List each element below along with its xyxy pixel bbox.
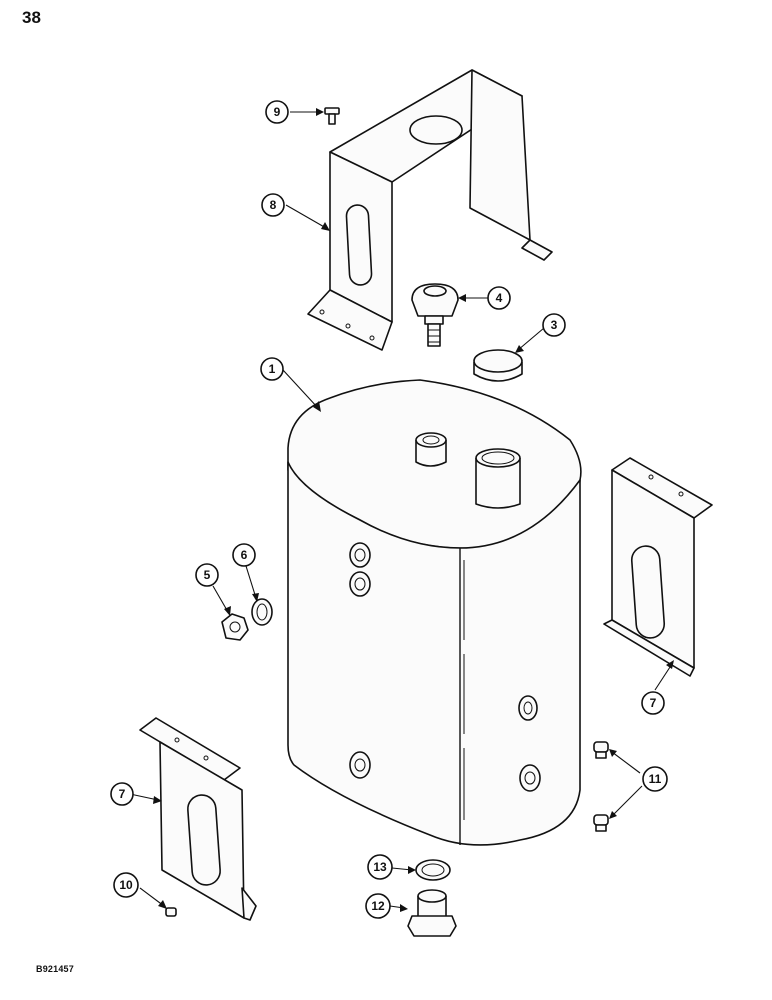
bolt xyxy=(324,107,340,125)
drain-plug xyxy=(407,889,457,937)
filler-cap xyxy=(473,349,523,382)
svg-text:6: 6 xyxy=(241,548,248,562)
callout-7-left: 7 xyxy=(110,782,134,806)
breather-cap xyxy=(411,283,459,347)
callout-10: 10 xyxy=(113,872,139,898)
callout-5: 5 xyxy=(195,563,219,587)
svg-text:7: 7 xyxy=(119,787,126,801)
o-ring xyxy=(415,859,451,881)
svg-text:1: 1 xyxy=(269,362,276,376)
right-bracket xyxy=(603,457,713,677)
washer xyxy=(251,598,273,626)
callout-13: 13 xyxy=(367,854,393,880)
svg-text:5: 5 xyxy=(204,568,211,582)
top-bracket xyxy=(307,69,553,351)
svg-text:13: 13 xyxy=(373,860,387,874)
plug-nut xyxy=(221,613,249,641)
svg-text:7: 7 xyxy=(650,696,657,710)
callout-11: 11 xyxy=(642,766,668,792)
callout-7-right: 7 xyxy=(641,691,665,715)
callout-6: 6 xyxy=(232,543,256,567)
small-bolt xyxy=(165,907,177,917)
left-bracket xyxy=(139,717,257,921)
svg-text:4: 4 xyxy=(496,291,503,305)
page-number: 38 xyxy=(22,8,41,27)
screw-upper xyxy=(593,741,609,759)
callout-4: 4 xyxy=(487,286,511,310)
callout-9: 9 xyxy=(265,100,289,124)
callout-8: 8 xyxy=(261,193,285,217)
svg-text:10: 10 xyxy=(119,878,133,892)
svg-text:3: 3 xyxy=(551,318,558,332)
svg-text:8: 8 xyxy=(270,198,277,212)
callout-1: 1 xyxy=(260,357,284,381)
callout-12: 12 xyxy=(365,893,391,919)
svg-text:9: 9 xyxy=(274,105,281,119)
svg-text:11: 11 xyxy=(649,772,662,786)
callout-3: 3 xyxy=(542,313,566,337)
figure-code: B921457 xyxy=(36,964,74,974)
svg-text:12: 12 xyxy=(371,899,385,913)
hydraulic-tank xyxy=(287,379,582,846)
screw-lower xyxy=(593,814,609,832)
leader-lines xyxy=(129,108,674,912)
